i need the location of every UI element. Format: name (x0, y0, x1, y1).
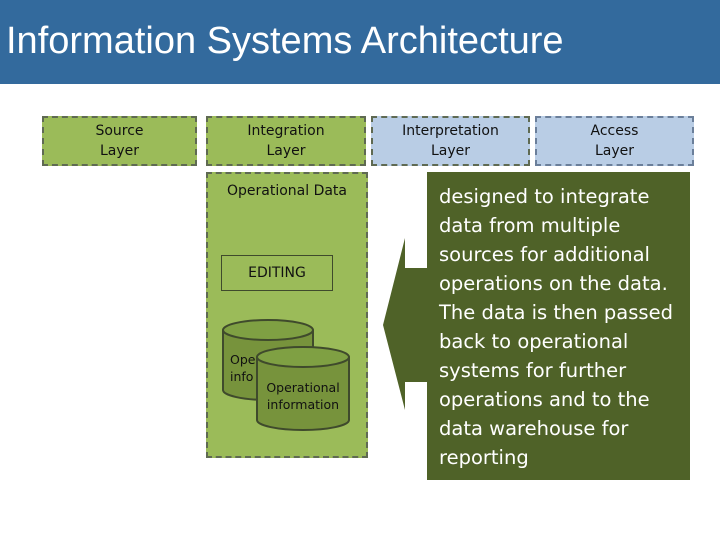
integration-layer-box: Integration Layer (206, 116, 366, 166)
page-title: Information Systems Architecture (6, 20, 564, 62)
back-cylinder-label-line1: Ope (230, 352, 256, 367)
operational-data-heading: Operational Data (226, 183, 348, 199)
access-layer-label-line1: Access (590, 123, 639, 139)
interpretation-layer-label-line2: Layer (430, 143, 471, 159)
access-layer-box: Access Layer (535, 116, 694, 166)
front-cylinder-label-line1: Operational (266, 380, 340, 395)
interpretation-layer-box: Interpretation Layer (371, 116, 530, 166)
description-text: designed to integrate data from multiple… (439, 185, 673, 469)
interpretation-layer-label-line1: Interpretation (402, 123, 499, 139)
source-layer-label-line1: Source (95, 123, 144, 139)
access-layer-label-line2: Layer (594, 143, 635, 159)
left-arrow-shape (383, 238, 427, 410)
source-layer-label-line2: Layer (99, 143, 140, 159)
editing-box: EDITING (221, 255, 333, 291)
front-database-cylinder (256, 346, 350, 431)
title-bar: Information Systems Architecture (0, 0, 720, 84)
source-layer-box: Source Layer (42, 116, 197, 166)
editing-label: EDITING (248, 265, 306, 281)
front-cylinder-label: Operational information (257, 379, 349, 413)
front-cylinder-label-line2: information (266, 397, 340, 412)
description-box: designed to integrate data from multiple… (427, 172, 690, 480)
integration-layer-label-line2: Layer (266, 143, 306, 159)
back-cylinder-label: Ope info (230, 351, 255, 385)
integration-layer-label-line1: Integration (247, 123, 325, 139)
back-cylinder-label-line2: info (230, 369, 254, 384)
